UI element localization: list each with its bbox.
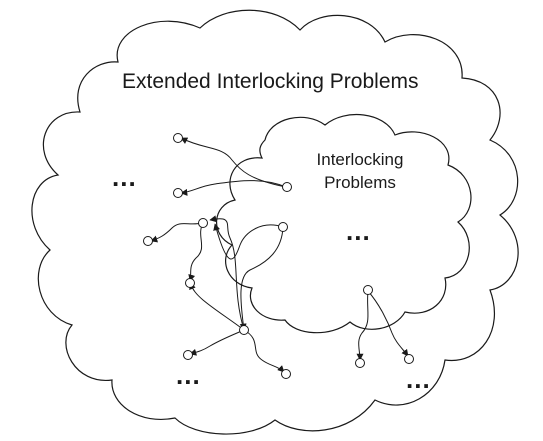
edge	[150, 222, 204, 243]
edge	[243, 329, 285, 373]
node	[185, 278, 195, 288]
nodes	[143, 133, 414, 379]
node	[278, 222, 288, 232]
ellipsis-outer-bottom-right: ...	[406, 364, 431, 394]
node	[198, 218, 208, 228]
outer-region-title: Extended Interlocking Problems	[122, 70, 419, 93]
edge	[213, 223, 284, 260]
node	[183, 350, 193, 360]
edge	[367, 290, 409, 357]
node	[143, 236, 153, 246]
edge	[180, 137, 287, 188]
inner-region-title-line2: Problems	[324, 173, 396, 192]
ellipsis-outer-bottom-left: ...	[176, 360, 201, 390]
edge	[189, 282, 245, 331]
node	[239, 325, 249, 335]
inner-cloud-shape	[216, 113, 472, 334]
edge	[239, 226, 284, 331]
edge	[188, 222, 204, 282]
node	[355, 358, 365, 368]
edge	[189, 329, 245, 356]
edge	[180, 180, 287, 196]
edge	[209, 215, 245, 331]
inner-region-title-line1: Interlocking	[317, 150, 404, 169]
ellipsis-inner: ...	[346, 216, 371, 246]
node	[173, 188, 183, 198]
node	[282, 182, 292, 192]
node	[363, 285, 373, 295]
ellipsis-outer-left: ...	[112, 162, 137, 192]
node	[281, 369, 291, 379]
edges	[150, 137, 409, 373]
edge	[356, 290, 369, 361]
node	[404, 354, 414, 364]
outer-cloud-shape	[31, 9, 519, 435]
node	[173, 133, 183, 143]
